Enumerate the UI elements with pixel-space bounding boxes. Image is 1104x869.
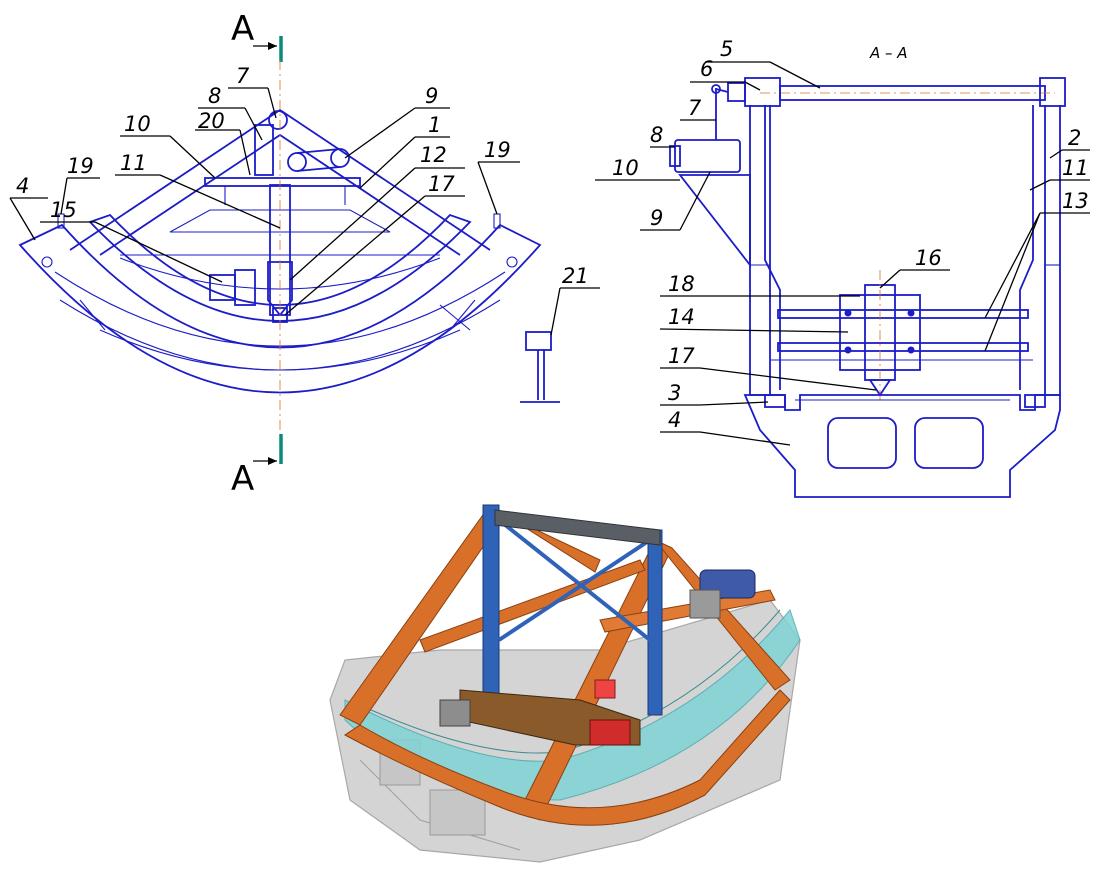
svg-text:12: 12 xyxy=(420,143,447,167)
svg-text:11: 11 xyxy=(1062,156,1089,180)
coupling-6 xyxy=(727,82,746,102)
carriage-bolt xyxy=(907,309,915,317)
carriage-bolt xyxy=(907,346,915,354)
blue-post-right xyxy=(647,529,663,716)
control-box xyxy=(525,331,552,351)
svg-text:4: 4 xyxy=(16,174,29,198)
section-letter-top: A xyxy=(231,9,254,49)
svg-text:1: 1 xyxy=(428,113,441,137)
svg-text:9: 9 xyxy=(650,206,663,230)
bearing-right xyxy=(1039,77,1066,107)
svg-text:7: 7 xyxy=(688,96,702,120)
svg-text:13: 13 xyxy=(1062,189,1089,213)
motor-bracket xyxy=(678,174,751,268)
svg-text:9: 9 xyxy=(425,84,438,108)
svg-text:8: 8 xyxy=(650,123,663,147)
right-post-inner xyxy=(1019,105,1034,390)
hole-left xyxy=(41,256,53,268)
svg-text:19: 19 xyxy=(67,154,94,178)
leader-lines-front xyxy=(9,87,600,336)
svg-text:16: 16 xyxy=(915,246,942,270)
section-view: A – A xyxy=(595,37,1090,498)
drive-rod-pivot xyxy=(711,84,721,94)
svg-text:17: 17 xyxy=(668,344,695,368)
svg-text:5: 5 xyxy=(720,37,733,61)
svg-text:6: 6 xyxy=(700,57,713,81)
drive-pulley xyxy=(330,148,350,168)
frame-arc xyxy=(344,689,791,826)
right-post xyxy=(1044,105,1061,396)
left-post-inner xyxy=(764,105,781,390)
motor-8 xyxy=(674,139,741,173)
leader-lines-section xyxy=(595,61,1090,446)
section-arrowhead-bottom xyxy=(268,457,277,465)
section-arrowhead-top xyxy=(268,42,277,50)
svg-text:8: 8 xyxy=(208,84,221,108)
render-spindle xyxy=(589,719,631,746)
render-shaft xyxy=(494,509,661,546)
section-labels: 5 6 7 8 10 9 2 11 13 18 16 14 17 3 4 xyxy=(612,37,1089,432)
hole-right xyxy=(506,256,518,268)
svg-text:17: 17 xyxy=(428,172,455,196)
carriage-bolt xyxy=(844,346,852,354)
base-body xyxy=(743,394,1061,498)
svg-text:10: 10 xyxy=(124,112,151,136)
svg-text:2: 2 xyxy=(1068,126,1081,150)
top-pulley xyxy=(268,110,288,130)
front-labels: 7 8 9 10 20 1 11 12 17 19 19 4 15 21 xyxy=(16,64,589,288)
isometric-render xyxy=(329,504,801,863)
svg-text:7: 7 xyxy=(236,64,250,88)
outer-body xyxy=(18,223,542,394)
svg-text:20: 20 xyxy=(198,109,225,133)
blue-post-left xyxy=(482,504,500,706)
svg-text:11: 11 xyxy=(120,151,147,175)
svg-text:10: 10 xyxy=(612,156,639,180)
platform xyxy=(204,177,361,187)
render-motor-15 xyxy=(439,699,471,727)
frame-cross-bar xyxy=(419,559,646,653)
motor-15-flange xyxy=(234,269,256,306)
rib-left xyxy=(79,299,106,331)
svg-text:19: 19 xyxy=(484,138,511,162)
rib-right-2 xyxy=(439,304,471,331)
guide-rail-lower xyxy=(777,342,1029,352)
guide-rail-upper xyxy=(777,309,1029,319)
svg-text:21: 21 xyxy=(562,264,589,288)
motor-8-cap xyxy=(669,145,681,167)
base-window-right xyxy=(914,417,984,469)
render-red-part xyxy=(594,679,616,699)
front-view: A A xyxy=(9,9,600,499)
section-letter-bottom: A xyxy=(231,459,254,499)
svg-text:18: 18 xyxy=(668,272,695,296)
blue-brace xyxy=(497,538,652,642)
motor-column xyxy=(254,124,274,176)
svg-text:3: 3 xyxy=(668,381,681,405)
section-title: A – A xyxy=(869,44,908,62)
svg-text:14: 14 xyxy=(668,305,695,329)
svg-text:15: 15 xyxy=(50,198,77,222)
rib-right xyxy=(449,299,476,331)
blue-brace xyxy=(497,518,652,642)
left-post xyxy=(749,105,771,396)
carriage-bolt xyxy=(844,309,852,317)
render-gearbox xyxy=(689,589,721,619)
shoe-3-right xyxy=(1024,394,1046,408)
drive-link xyxy=(715,88,729,93)
base-window-left xyxy=(827,417,897,469)
cross-bar-upper xyxy=(169,209,391,233)
shoe-3-left xyxy=(764,394,786,408)
bearing-left xyxy=(744,77,781,107)
frame-right-back xyxy=(654,539,791,691)
belt xyxy=(296,148,341,172)
svg-text:4: 4 xyxy=(668,408,681,432)
mid-pulley xyxy=(287,152,307,172)
